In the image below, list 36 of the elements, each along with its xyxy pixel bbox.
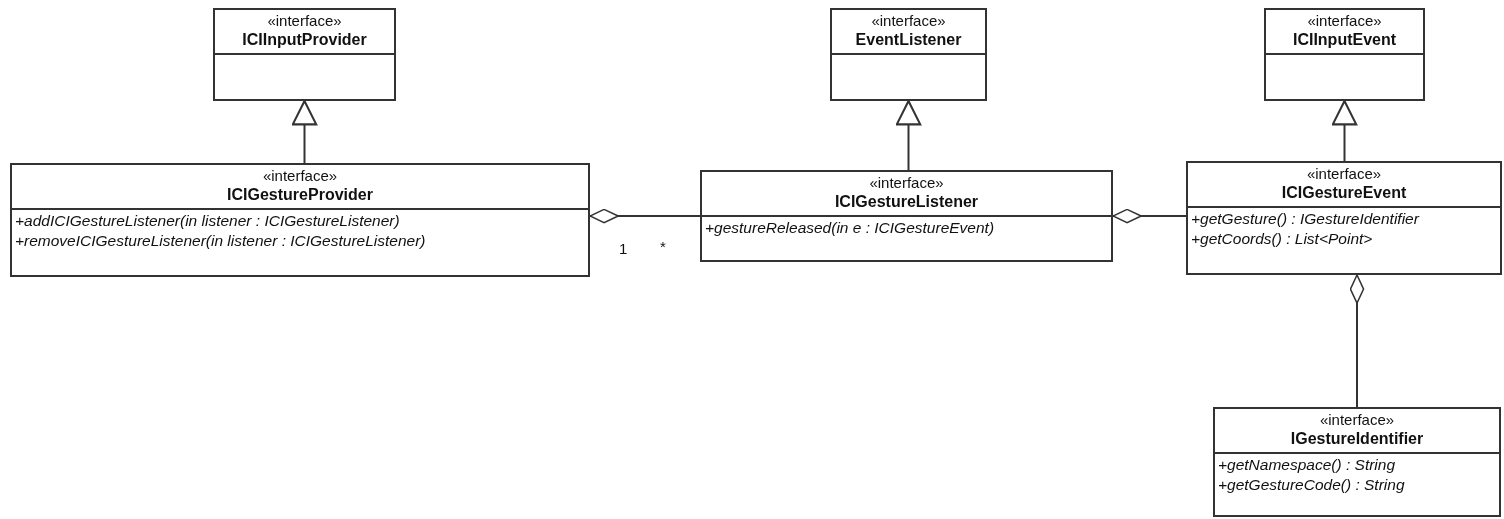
stereotype-text: «interface» (1319, 411, 1395, 429)
generalization-arrow (291, 99, 318, 164)
aggregation-line (1349, 274, 1365, 408)
multiplicity-label: 1 (619, 240, 628, 257)
class-box (10, 163, 590, 277)
class-box (700, 170, 1113, 262)
class-name: ICIGestureEvent (1281, 183, 1407, 203)
operation-text: +gestureReleased(in e : ICIGestureEvent) (705, 218, 995, 238)
operation-text: +removeICIGestureListener(in listener : ICIGestureListener) (15, 231, 426, 251)
class-box (1264, 8, 1425, 101)
operation-text: +getCoords() : List<Point> (1191, 229, 1373, 249)
stereotype-text: «interface» (267, 12, 342, 30)
generalization-arrow (895, 99, 922, 171)
operation-text: +getGestureCode() : String (1218, 475, 1405, 495)
stereotype-text: «interface» (871, 12, 946, 30)
operation-text: +getNamespace() : String (1218, 455, 1396, 475)
class-box (830, 8, 987, 101)
class-box (1213, 407, 1501, 517)
multiplicity-label: * (660, 238, 666, 255)
class-box (213, 8, 396, 101)
generalization-arrow (1331, 99, 1358, 162)
class-name: ICIInputProvider (242, 30, 367, 50)
class-name: EventListener (855, 30, 962, 50)
stereotype-text: «interface» (1307, 12, 1382, 30)
aggregation-line (589, 208, 701, 224)
stereotype-text: «interface» (262, 167, 338, 185)
class-box (1186, 161, 1502, 275)
class-name: IGestureIdentifier (1290, 429, 1424, 449)
stereotype-text: «interface» (1306, 165, 1382, 183)
stereotype-text: «interface» (869, 174, 944, 192)
class-name: ICIGestureProvider (227, 185, 373, 205)
class-name: ICIGestureListener (834, 192, 979, 212)
operation-text: +addICIGestureListener(in listener : ICIGestureListener) (15, 211, 400, 231)
aggregation-line (1112, 208, 1187, 224)
operation-text: +getGesture() : IGestureIdentifier (1191, 209, 1419, 229)
class-name: ICIInputEvent (1292, 30, 1397, 50)
